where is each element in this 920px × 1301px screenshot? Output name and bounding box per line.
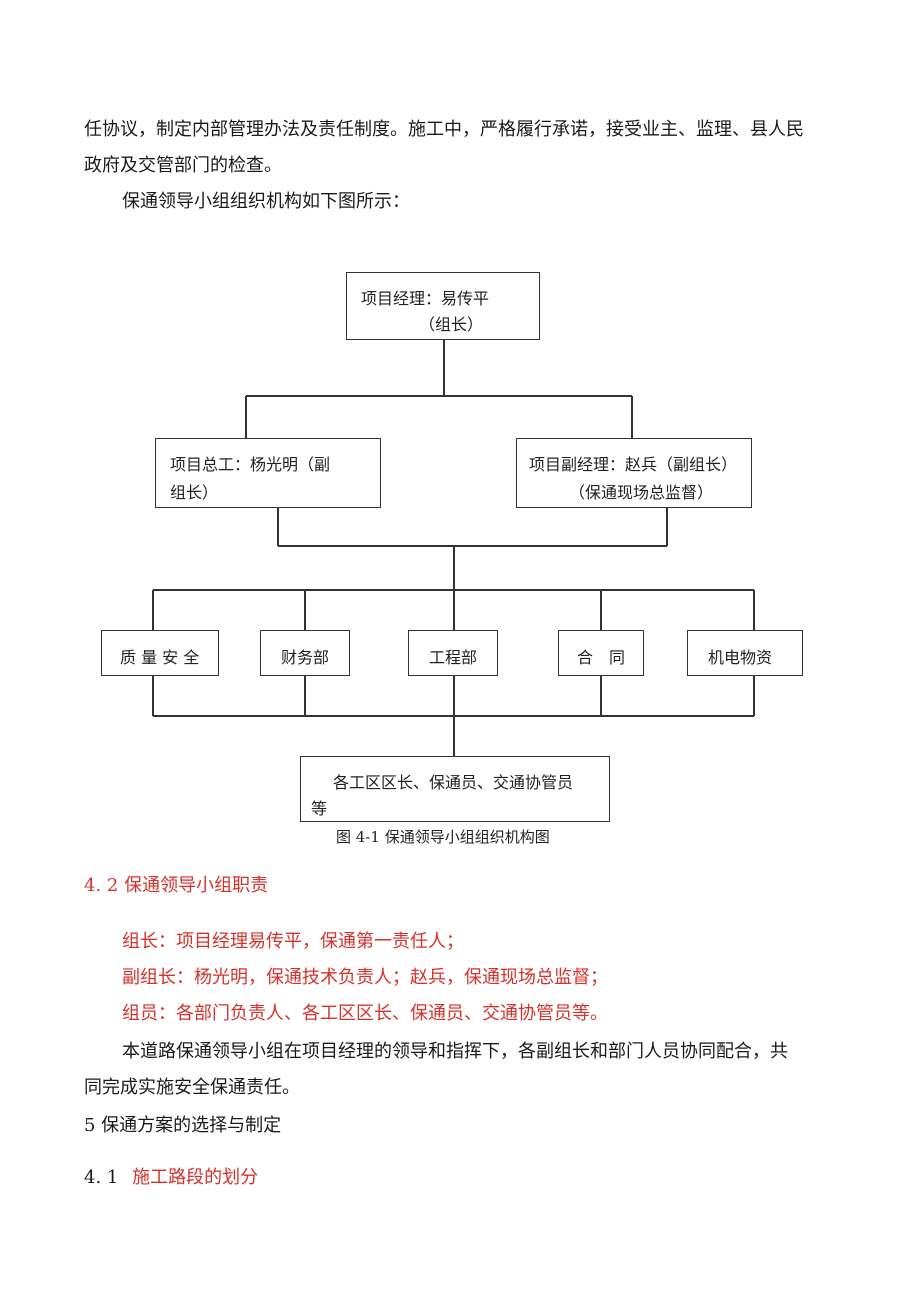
org-district-staff-line-1: 各工区区长、保通员、交通协管员	[333, 773, 574, 792]
org-box-district-staff: 各工区区长、保通员、交通协管员 等	[300, 756, 610, 822]
org-leader-line-2: （组长）	[419, 315, 484, 334]
org-leader-line-1: 项目经理：易传平	[361, 289, 490, 308]
duty-body-line-1: 本道路保通领导小组在项目经理的领导和指挥下，各副组长和部门人员协同配合，共	[122, 1041, 788, 1062]
org-deputy-manager-line-2: （保通现场总监督）	[569, 483, 714, 502]
org-box-contract: 合 同	[558, 630, 644, 676]
duty-item-leader: 组长：项目经理易传平，保通第一责任人；	[122, 931, 464, 952]
org-box-equipment-materials: 机电物资	[687, 630, 803, 676]
intro-line-1: 任协议，制定内部管理办法及责任制度。施工中，严格履行承诺，接受业主、监理、县人民	[84, 119, 804, 140]
figure-caption: 图 4-1 保通领导小组组织机构图	[336, 828, 550, 846]
duty-body-line-2: 同完成实施安全保通责任。	[84, 1077, 300, 1098]
org-dept-label: 质 量 安 全	[120, 648, 200, 667]
intro-line-2: 政府及交管部门的检查。	[84, 155, 282, 176]
org-box-engineering: 工程部	[408, 630, 498, 676]
section-heading-4-1: 4. 1 施工路段的划分	[84, 1160, 258, 1196]
org-chief-engineer-line-1: 项目总工：杨光明（副	[170, 455, 331, 474]
org-chart-connectors	[152, 340, 755, 756]
org-dept-label: 工程部	[429, 648, 478, 667]
org-box-leader: 项目经理：易传平 （组长）	[346, 272, 540, 340]
section-4-1-title: 施工路段的划分	[132, 1167, 259, 1188]
org-dept-label: 财务部	[281, 648, 330, 667]
org-dept-label: 合 同	[577, 648, 626, 667]
org-box-deputy-manager: 项目副经理：赵兵（副组长） （保通现场总监督）	[516, 438, 752, 508]
org-box-quality-safety: 质 量 安 全	[101, 630, 219, 676]
duty-item-members: 组员：各部门负责人、各工区区长、保通员、交通协管员等。	[122, 1003, 608, 1024]
org-box-chief-engineer: 项目总工：杨光明（副 组长）	[155, 438, 381, 508]
org-chief-engineer-line-2: 组长）	[170, 483, 219, 502]
section-heading-4-2: 4. 2 保通领导小组职责	[84, 875, 269, 896]
section-heading-5: 5 保通方案的选择与制定	[84, 1115, 282, 1136]
org-deputy-manager-line-1: 项目副经理：赵兵（副组长）	[529, 455, 738, 474]
org-box-finance: 财务部	[260, 630, 350, 676]
duty-item-deputy: 副组长：杨光明，保通技术负责人；赵兵，保通现场总监督；	[122, 967, 608, 988]
section-4-1-number: 4. 1	[84, 1167, 119, 1188]
org-dept-label: 机电物资	[708, 648, 773, 667]
org-district-staff-line-2: 等	[311, 799, 328, 818]
intro-line-3: 保通领导小组组织机构如下图所示：	[122, 191, 410, 212]
